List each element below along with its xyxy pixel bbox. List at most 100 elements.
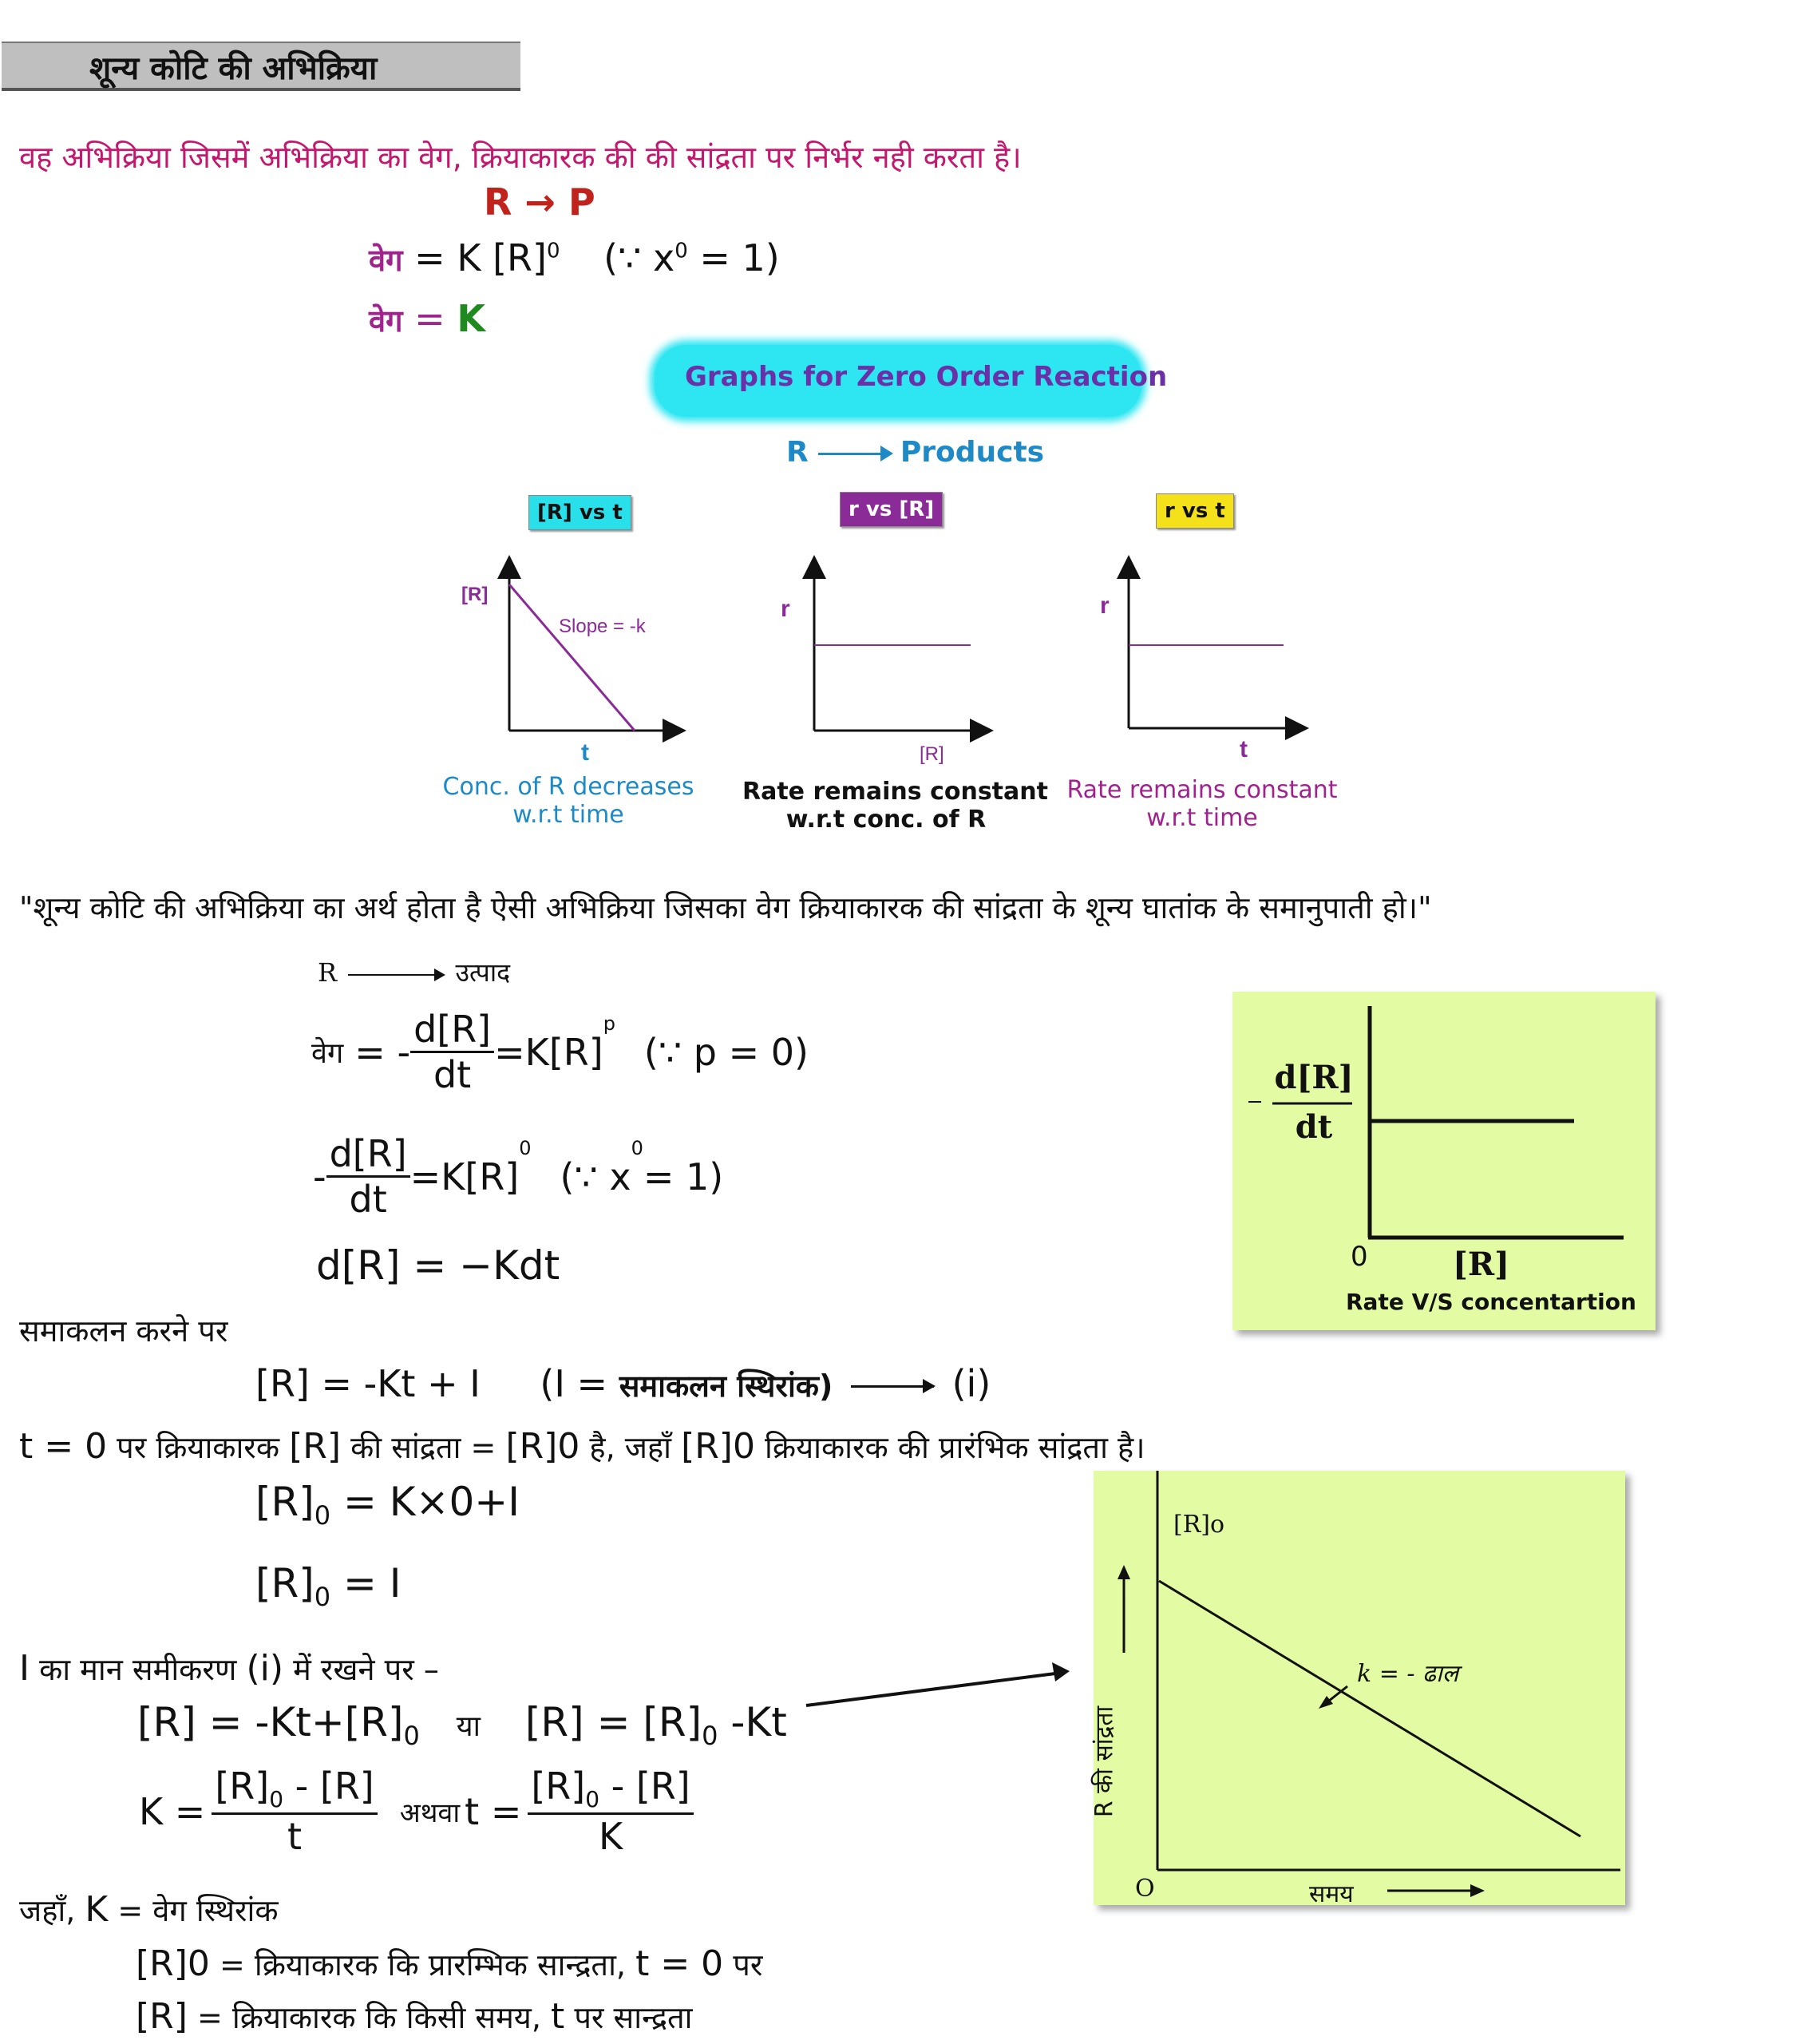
conc-panel-xlabel: समय — [1309, 1880, 1354, 1908]
eq-h-fraction1: [R]0 - [R] t — [212, 1765, 378, 1859]
graph2-caption-line1: Rate remains constant — [742, 778, 1048, 806]
eq-a-exp: p — [603, 1012, 615, 1035]
sub-tail: में रखने पर – — [283, 1652, 439, 1687]
meaning-text: "शून्य कोटि की अभिक्रिया का अर्थ होता है… — [19, 890, 1432, 925]
eq-d-paren-text: समाकलन स्थिरांक) — [619, 1369, 833, 1404]
sub-tag: (i) — [246, 1648, 283, 1689]
equation-a: वेग = - d[R] dt =K[R]p (∵ p = 0) — [311, 1008, 809, 1096]
eq-b-num: d[R] — [326, 1132, 410, 1178]
def-r0-line: [R]0 = क्रियाकारक कि प्रारम्भिक सान्द्रत… — [136, 1943, 762, 1985]
graph1-line — [508, 584, 636, 731]
graph2-caption: Rate remains constant w.r.t conc. of R — [742, 778, 1048, 834]
eq-d-lhs: [R] = -Kt + I — [255, 1362, 481, 1405]
rate-panel-caption: Rate V/S concentartion — [1346, 1289, 1636, 1315]
eq-a-fraction: d[R] dt — [410, 1008, 495, 1096]
eq-f-sub: 0 — [314, 1582, 331, 1612]
t0-r0: [R]0 — [505, 1426, 580, 1467]
equation-h: K = [R]0 - [R] t अथवा t = [R]0 - [R] K — [139, 1765, 694, 1858]
def-r-text: = क्रियाकारक कि किसी समय, — [187, 2000, 551, 2035]
eq-e-lhs: [R] — [255, 1479, 314, 1525]
eq-h-num1-tail: - [R] — [283, 1765, 374, 1808]
arrow-icon — [850, 1379, 936, 1393]
graph2-axes — [802, 555, 994, 743]
graph3-caption-line1: Rate remains constant — [1066, 776, 1338, 804]
graphs-title: Graphs for Zero Order Reaction — [685, 361, 1168, 393]
eq-h-k: K = — [139, 1789, 206, 1833]
def-r-tail: पर सान्द्रता — [564, 2000, 693, 2035]
def-r-t: t — [551, 1996, 565, 2037]
rate-eq2-eq: = — [414, 297, 445, 340]
rate-eq1-rhs: = K [R] — [414, 236, 547, 279]
rate-panel-ylabel-num: d[R] — [1274, 1059, 1354, 1096]
graph2-caption-line2: w.r.t conc. of R — [785, 806, 987, 834]
concentration-vs-time-panel: [R]o O R की सांद्रता समय k = - ढाल — [1090, 1471, 1625, 1908]
eq-g-or: या — [456, 1710, 481, 1743]
rate-eq1-exp: 0 — [546, 239, 560, 263]
eq-a-note: (∵ p = 0) — [643, 1030, 809, 1074]
t0-part1: पर क्रियाकारक — [107, 1430, 290, 1465]
eq-b-note: (∵ x — [560, 1155, 631, 1198]
graph3-ylabel: r — [1100, 592, 1110, 619]
eq-g-b: [R] = [R] — [524, 1699, 702, 1745]
def-r0-tail: पर — [723, 1947, 763, 1983]
def-r0-text: = क्रियाकारक कि प्रारम्भिक सान्द्रता, — [209, 1947, 636, 1983]
conc-panel-origin: O — [1135, 1875, 1155, 1903]
graph3-axes — [1117, 555, 1309, 740]
eq-b-rhs: =K[R] — [409, 1155, 520, 1198]
equation-c: d[R] = −Kdt — [316, 1242, 560, 1289]
eq-a-num: d[R] — [410, 1008, 495, 1053]
rate-equation-1: वेग = K [R]0 (∵ x0 = 1) — [369, 236, 780, 280]
conc-panel-r0: [R]o — [1173, 1511, 1225, 1539]
eq-e-sub: 0 — [314, 1500, 331, 1531]
def-r0: [R]0 — [136, 1943, 210, 1984]
eq-h-den1: t — [287, 1815, 303, 1859]
eq-h-fraction2: [R]0 - [R] K — [528, 1765, 694, 1859]
graph1-caption: Conc. of R decreases w.r.t time — [441, 773, 696, 829]
equation-d: [R] = -Kt + I (I = समाकलन स्थिरांक) (i) — [255, 1362, 991, 1406]
graph3-tag: r vs t — [1156, 493, 1234, 529]
t0-part4: क्रियाकारक की प्रारंभिक सांद्रता है। — [754, 1430, 1145, 1465]
graph1-caption-line1: Conc. of R decreases — [442, 773, 694, 801]
def-r0-t: t = 0 — [635, 1943, 724, 1984]
eq-a-rhs: =K[R] — [494, 1030, 603, 1074]
t0-part2: की सांद्रता = — [341, 1430, 506, 1465]
product-label: उत्पाद — [455, 957, 511, 988]
rate-panel-ylabel-den: dt — [1295, 1108, 1333, 1146]
eq-b-note-exp: 0 — [631, 1137, 643, 1159]
eq-h-num2-sub: 0 — [585, 1786, 600, 1813]
rate-label: वेग — [369, 243, 403, 278]
eq-f-lhs: [R] — [255, 1560, 314, 1606]
eq-b-note-tail: = 1) — [643, 1155, 724, 1198]
sub-i: I — [19, 1648, 30, 1689]
arrow-icon — [818, 445, 894, 461]
t0-r: [R] — [289, 1426, 342, 1467]
eq-a-den: dt — [433, 1053, 472, 1096]
where-line: जहाँ, K = वेग स्थिरांक — [19, 1889, 279, 1931]
graphs-title-cloud — [655, 345, 1141, 417]
eq-h-num2-tail: - [R] — [599, 1765, 690, 1808]
equation-e: [R]0 = K×0+I — [255, 1479, 520, 1531]
graph1-axes — [497, 555, 686, 743]
reactant-r: R — [786, 436, 809, 469]
eq-h-den2: K — [598, 1815, 623, 1859]
where-k: K — [85, 1889, 109, 1930]
small-graphs: [R] Slope = -k t r [R] r t — [461, 555, 1309, 766]
eq-g-a: [R] = -Kt+[R] — [137, 1699, 404, 1745]
equation-f: [R]0 = I — [255, 1560, 402, 1612]
eq-h-num1-r: [R] — [215, 1765, 270, 1808]
rate-eq1-because: (∵ x — [603, 236, 675, 279]
eq-d-paren: (I = — [540, 1362, 619, 1405]
graph1-caption-line2: w.r.t time — [512, 801, 624, 829]
graph1-tag: [R] vs t — [528, 495, 631, 530]
where-text: = वेग स्थिरांक — [108, 1893, 279, 1928]
conc-panel-plot — [1118, 1471, 1620, 1897]
conc-panel-slope: k = - ढाल — [1357, 1660, 1459, 1688]
rate-panel-xlabel: [R] — [1453, 1246, 1510, 1283]
graph1-xlabel: t — [581, 739, 589, 766]
eq-f-rhs: = I — [330, 1560, 402, 1606]
pointer-arrow-icon — [805, 1662, 1070, 1707]
eq-b-pre: - — [313, 1155, 326, 1198]
r-label: R — [318, 957, 338, 988]
rate-vs-concentration-panel: d[R] dt 0 [R] Rate V/S concentartion — [1232, 992, 1656, 1330]
